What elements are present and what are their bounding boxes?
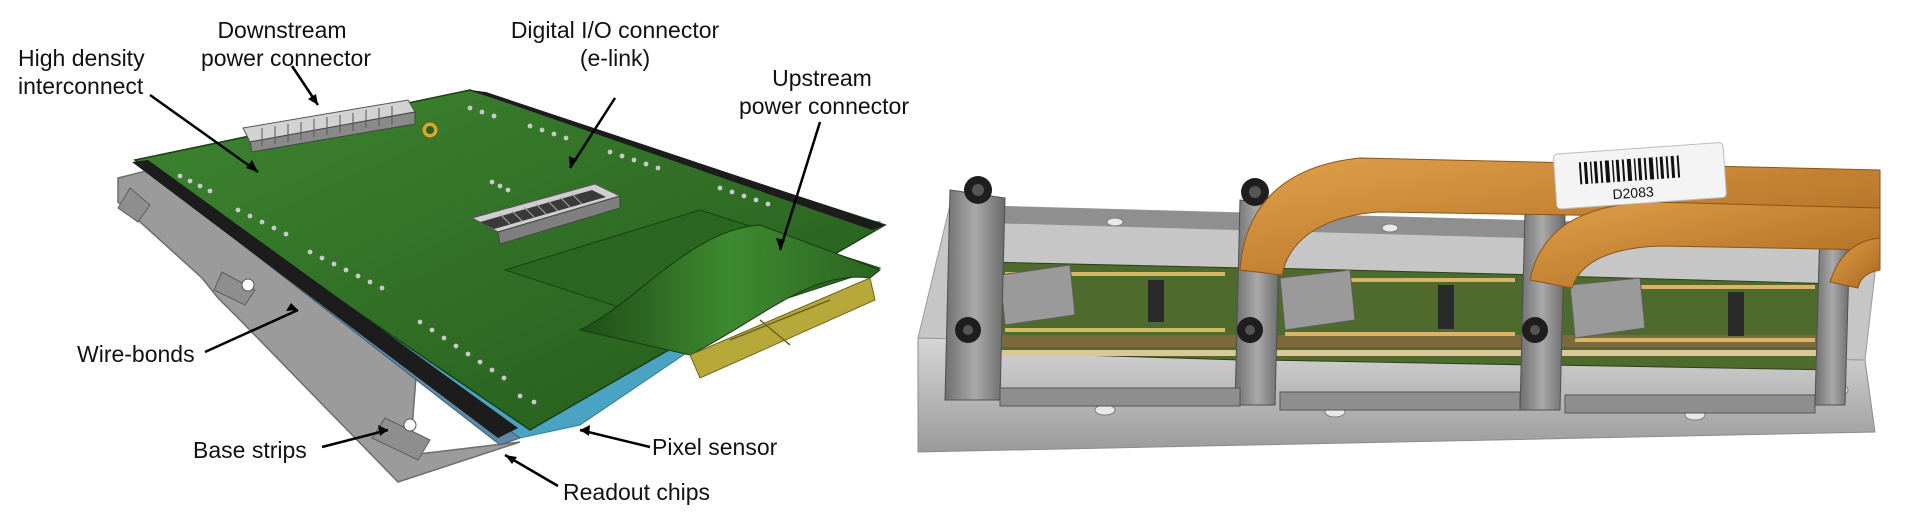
module-render: High density interconnect Downstream pow… bbox=[18, 17, 909, 505]
label-digital-io-2: (e-link) bbox=[580, 45, 650, 71]
pcb-pads bbox=[177, 105, 771, 405]
label-wire-bonds: Wire-bonds bbox=[77, 341, 195, 367]
flex-fold bbox=[578, 224, 881, 356]
label-base-strips: Base strips bbox=[193, 437, 307, 463]
photo-clips bbox=[999, 264, 1646, 339]
wire-bond-edge bbox=[132, 160, 518, 438]
label-readout-chips: Readout chips bbox=[563, 479, 710, 505]
label-upstream-1: Upstream bbox=[772, 65, 872, 91]
downstream-connector bbox=[242, 99, 416, 153]
label-digital-io-1: Digital I/O connector bbox=[511, 17, 720, 43]
label-high-density-1: High density bbox=[18, 45, 145, 71]
leader-lines bbox=[149, 65, 822, 488]
label-upstream-2: power connector bbox=[739, 93, 909, 119]
label-high-density-2: interconnect bbox=[18, 73, 144, 99]
module-photo: D2083 bbox=[917, 142, 1881, 453]
label-pixel-sensor: Pixel sensor bbox=[652, 434, 778, 460]
barcode-text: D2083 bbox=[1612, 183, 1654, 202]
label-downstream-2: power connector bbox=[201, 45, 371, 71]
digital-io-connector bbox=[470, 183, 622, 245]
barcode-label: D2083 bbox=[1552, 142, 1727, 210]
label-downstream-1: Downstream bbox=[217, 17, 346, 43]
gold-pads bbox=[689, 277, 876, 379]
photo-screws bbox=[955, 176, 1548, 343]
arrow-heads bbox=[246, 94, 785, 464]
